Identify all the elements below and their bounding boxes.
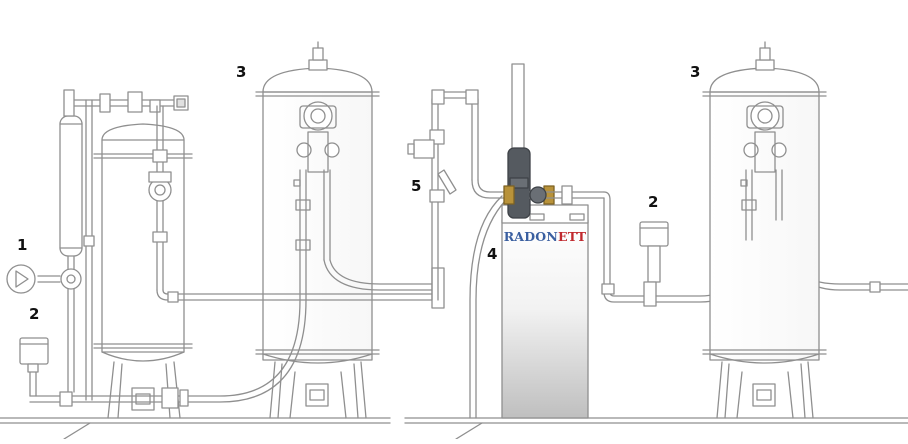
callout-5: 5 <box>411 177 421 195</box>
callout-2-left: 2 <box>29 305 39 323</box>
floor-left <box>0 417 391 440</box>
callout-3-left: 3 <box>236 63 246 81</box>
brand-part1: RADON <box>504 229 558 244</box>
radonett-unit <box>469 63 589 419</box>
aeration-tank-left <box>177 41 433 419</box>
callout-2-right: 2 <box>648 193 658 211</box>
brand-label: RADONETT <box>504 229 587 244</box>
pressure-switch-left <box>19 337 49 373</box>
brand-part2: ETT <box>558 229 587 244</box>
radonett-injector <box>503 147 611 293</box>
floor-right <box>404 417 908 440</box>
callout-3-right: 3 <box>690 63 700 81</box>
feed-pump-symbol <box>6 264 36 294</box>
aeration-tank-right <box>702 41 827 419</box>
pipe-network-left <box>29 89 445 409</box>
valve-riser-5 <box>407 89 509 301</box>
callout-1: 1 <box>17 236 27 254</box>
pressure-switch-right <box>639 221 669 283</box>
callout-4: 4 <box>487 245 497 263</box>
pressure-tank-left <box>93 123 193 419</box>
